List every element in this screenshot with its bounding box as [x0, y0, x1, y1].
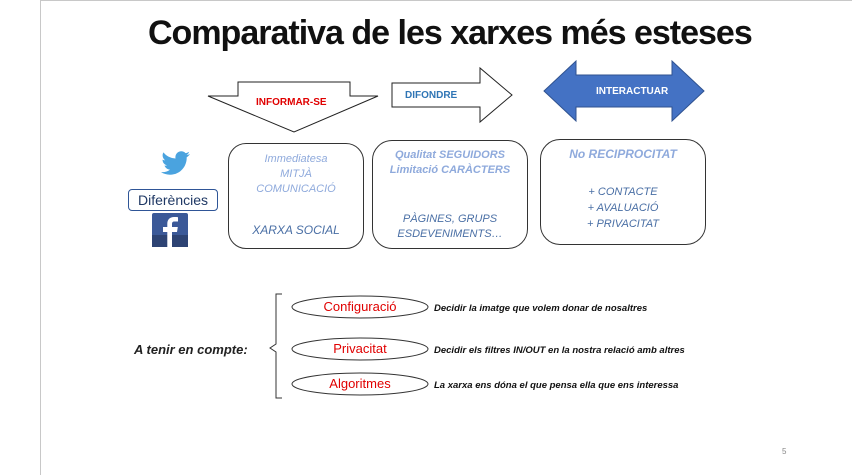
box1-line1: Immediatesa [264, 153, 328, 165]
desc-configuracio: Decidir la imatge que volem donar de nos… [434, 303, 648, 314]
double-arrow-shape [543, 59, 705, 123]
bracket-shape [269, 293, 282, 399]
box3-line3: + AVALUACIÓ [587, 202, 659, 214]
slide-title: Comparativa de les xarxes més esteses [148, 14, 753, 52]
info-box-informar: Immediatesa MITJÀ COMUNICACIÓ XARXA SOCI… [228, 143, 364, 249]
keep-in-mind-label: A tenir en compte: [134, 342, 248, 357]
slide-border-left [40, 0, 41, 475]
box2-line3: PÀGINES, GRUPS [402, 213, 498, 225]
box1-line3: COMUNICACIÓ [256, 183, 336, 195]
facebook-f-icon [152, 213, 188, 252]
box2-line4: ESDEVENIMENTS… [397, 228, 503, 240]
page-number: 5 [782, 447, 787, 456]
box2-line2: Limitació CARÀCTERS [389, 164, 511, 176]
box3-line4: + PRIVACITAT [586, 218, 660, 230]
pill-privacitat-shape [291, 337, 429, 361]
interactuar-label: INTERACTUAR [596, 86, 669, 97]
box2-line1: Qualitat SEGUIDORS [394, 149, 506, 161]
pill-configuracio-shape [291, 295, 429, 319]
pill-configuracio: Configuració [323, 299, 397, 314]
differences-label: Diferències [128, 189, 218, 211]
informar-label: INFORMAR-SE [256, 97, 327, 108]
box3-line2: + CONTACTE [588, 186, 658, 198]
box3-line1: No RECIPROCITAT [569, 147, 677, 161]
slide-border-top [40, 0, 852, 1]
pill-algoritmes-shape [291, 372, 429, 396]
desc-algoritmes: La xarxa ens dóna el que pensa ella que … [434, 380, 679, 391]
twitter-bird-icon [160, 150, 192, 183]
info-box-difondre: Qualitat SEGUIDORS Limitació CARÀCTERS P… [372, 140, 528, 249]
box1-line2: MITJÀ [280, 168, 312, 180]
info-box-interactuar: No RECIPROCITAT + CONTACTE + AVALUACIÓ +… [540, 139, 706, 245]
desc-privacitat: Decidir els filtres IN/OUT en la nostra … [434, 345, 685, 356]
box1-line4: XARXA SOCIAL [252, 223, 340, 237]
difondre-label: DIFONDRE [405, 90, 458, 101]
pill-privacitat: Privacitat [333, 341, 387, 356]
right-arrow-shape [391, 66, 513, 124]
pill-algoritmes: Algoritmes [329, 376, 391, 391]
down-arrow-shape [207, 81, 379, 133]
